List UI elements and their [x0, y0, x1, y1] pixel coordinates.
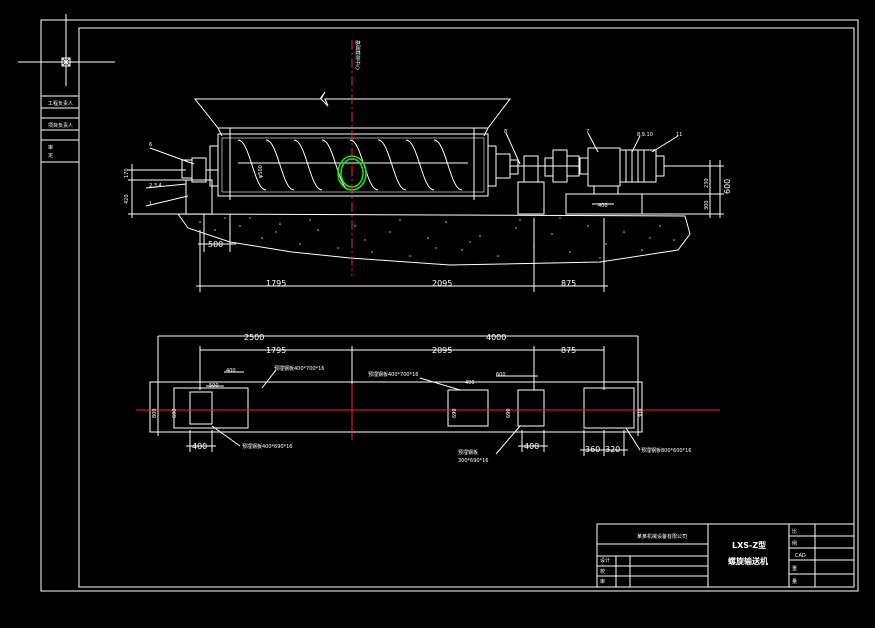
plate-label-5: 300*690*16: [458, 458, 488, 464]
side-title-3: 审: [48, 144, 53, 151]
tb-right-label-5: 量: [792, 578, 797, 585]
callout-8-9-10: 8.9.10: [637, 132, 653, 138]
pad-1: [173, 387, 249, 429]
dim-pad-600: 600: [496, 372, 506, 378]
vertical-note: 基础载荷中心: [354, 40, 361, 70]
dim-bottom-2095: 2095: [432, 279, 452, 288]
dim-right-600: 600: [723, 179, 732, 194]
foundation-hatch: [199, 217, 675, 259]
elevation-view: 基础载荷中心 170 420 φ500 6 2.3.4 1 8 7 8.9.10…: [124, 40, 732, 292]
plate-label-1: 预埋钢板400*700*16: [274, 365, 324, 372]
dim-pad-400-mid: 400: [465, 380, 475, 386]
foundation: [177, 213, 691, 266]
tb-right-label-2: 例: [792, 540, 797, 547]
tb-right-label-1: 比: [792, 528, 797, 535]
approve-label: 审: [600, 578, 605, 585]
dim-pad-500: 500: [209, 383, 219, 389]
inner-border: [78, 27, 855, 588]
pad-4: [583, 387, 635, 429]
dim-base-500: 500: [208, 240, 223, 249]
side-title-1: 工程负责人: [48, 100, 73, 107]
plate-label-3: 预埋钢板400*690*16: [242, 443, 292, 450]
dim-plan-4000: 4000: [486, 333, 506, 342]
screw-flights: [237, 139, 468, 191]
callout-8: 8: [504, 129, 507, 135]
dim-plan-1795: 1795: [266, 346, 286, 355]
middle-pedestal: [517, 181, 545, 215]
company-name: 某某机械设备有限公司: [637, 533, 687, 540]
dim-plan-2095: 2095: [432, 346, 452, 355]
dim-left-420: 420: [124, 194, 130, 204]
side-title-2: 项目负责人: [48, 122, 73, 129]
plate-label-6: 预埋钢板800*600*16: [641, 447, 691, 454]
plan-view: 2500 4000 1795 2095 875 400 500 600 400 …: [136, 333, 720, 464]
dim-left-170: 170: [124, 168, 130, 178]
pad-3: [517, 389, 545, 427]
plan-outline: [149, 381, 643, 433]
plate-label-4: 预埋钢板: [458, 449, 478, 456]
callout-11: 11: [676, 132, 682, 138]
left-pedestal: [185, 179, 213, 215]
drawing-model: LXS-Z型: [732, 540, 766, 550]
dim-bottom-875: 875: [561, 279, 576, 288]
gear-reducer: [587, 147, 621, 187]
side-title-4: 定: [48, 152, 53, 159]
dim-diameter: φ500: [258, 165, 264, 178]
dim-bottom-320: 320: [605, 445, 620, 454]
callout-6: 6: [149, 142, 152, 148]
drawing-name: 螺旋输送机: [728, 556, 768, 566]
dim-bottom-360: 360: [585, 445, 600, 454]
dim-pad-400-top: 400: [226, 368, 236, 374]
dim-bottom-400-b: 400: [524, 442, 539, 451]
ucs-crosshair-icon: [18, 14, 115, 86]
outer-border: [40, 19, 859, 592]
dim-bottom-1795: 1795: [266, 279, 286, 288]
tb-right-label-4: 重: [792, 565, 797, 572]
callout-1: 1: [149, 201, 152, 207]
dim-v-690-b: 690: [452, 408, 458, 418]
dim-v-690-c: 690: [506, 408, 512, 418]
feed-hopper: [193, 91, 512, 129]
tb-right-label-3: CAD: [795, 553, 806, 559]
dim-plan-875: 875: [561, 346, 576, 355]
dim-v-800: 800: [152, 408, 158, 418]
side-title-column: 工程负责人 项目负责人 审 定: [41, 95, 79, 163]
callout-7: 7: [586, 129, 589, 135]
designer-label: 设计: [600, 557, 610, 564]
title-block: 某某机械设备有限公司 设计 校 审 LXS-Z型 螺旋输送机 比 例 CAD 重…: [596, 523, 855, 588]
dim-v-690-a: 690: [172, 408, 178, 418]
dim-small-400: 400: [598, 203, 608, 209]
pad-2: [447, 389, 489, 427]
callout-2-3-4: 2.3.4: [149, 183, 162, 189]
dim-right-230: 230: [704, 178, 710, 188]
check-label: 校: [600, 568, 605, 575]
dim-v-300: 300: [638, 408, 644, 418]
dim-plan-2500: 2500: [244, 333, 264, 342]
dim-bottom-400-a: 400: [192, 442, 207, 451]
dim-right-300: 300: [704, 200, 710, 210]
plate-label-2: 预埋钢板400*700*16: [368, 371, 418, 378]
